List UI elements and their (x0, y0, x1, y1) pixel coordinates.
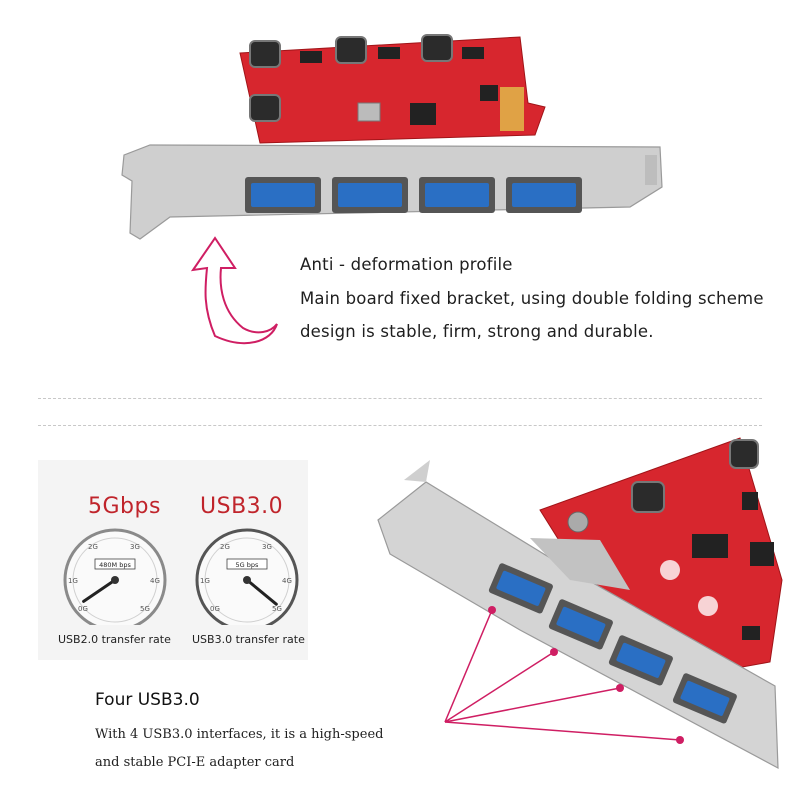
gauge-1-tick-0: 0G (78, 605, 88, 613)
gauge-2-tick-0: 0G (210, 605, 220, 613)
inductors (249, 34, 453, 122)
gauge-2-tick-1: 1G (200, 577, 210, 585)
divider-1 (38, 398, 762, 399)
gauge-1-tick-4: 4G (150, 577, 160, 585)
pcie-card-top-image (121, 34, 663, 240)
gauge-2-caption: USB3.0 transfer rate (192, 633, 305, 646)
gauge-2: 0G 1G 2G 3G 4G 5G 5G bps (195, 528, 299, 625)
gauge-2-tick-2: 2G (220, 543, 230, 551)
gauge-2-needle (245, 578, 278, 606)
bottom-line-3: and stable PCI-E adapter card (95, 755, 295, 770)
pcb-board (239, 36, 546, 144)
gauge-2-headline: USB3.0 (200, 494, 284, 519)
gauge-1-tick-1: 1G (68, 577, 78, 585)
curved-arrow-icon (190, 236, 278, 345)
gauge-1-tick-3: 3G (130, 543, 140, 551)
gauge-1-speed-label: 480M bps (99, 561, 131, 569)
gauge-2-tick-3: 3G (262, 543, 272, 551)
gauge-2-speed-label: 5G bps (236, 561, 259, 569)
pcie-card-bottom-image (377, 437, 783, 770)
gauge-1: 0G 1G 2G 3G 4G 5G 480M bps (63, 528, 167, 625)
gauge-1-tick-5: 5G (140, 605, 150, 613)
gauge-1-tick-2: 2G (88, 543, 98, 551)
gauge-1-caption: USB2.0 transfer rate (58, 633, 171, 646)
bottom-line-2: With 4 USB3.0 interfaces, it is a high-s… (95, 727, 384, 742)
top-line-2: Main board fixed bracket, using double f… (300, 289, 764, 308)
usb-ports-bottom (488, 563, 737, 724)
top-heading: Anti - deformation profile (300, 255, 513, 274)
gauge-1-needle (82, 578, 117, 603)
gauge-2-tick-5: 5G (272, 605, 282, 613)
usb-ports-top (245, 177, 582, 213)
gauge-1-headline: 5Gbps (88, 494, 161, 519)
gauge-2-tick-4: 4G (282, 577, 292, 585)
top-line-3: design is stable, firm, strong and durab… (300, 322, 654, 341)
port-pointer-lines (444, 606, 684, 744)
bottom-heading: Four USB3.0 (95, 690, 200, 710)
divider-2 (38, 425, 762, 426)
